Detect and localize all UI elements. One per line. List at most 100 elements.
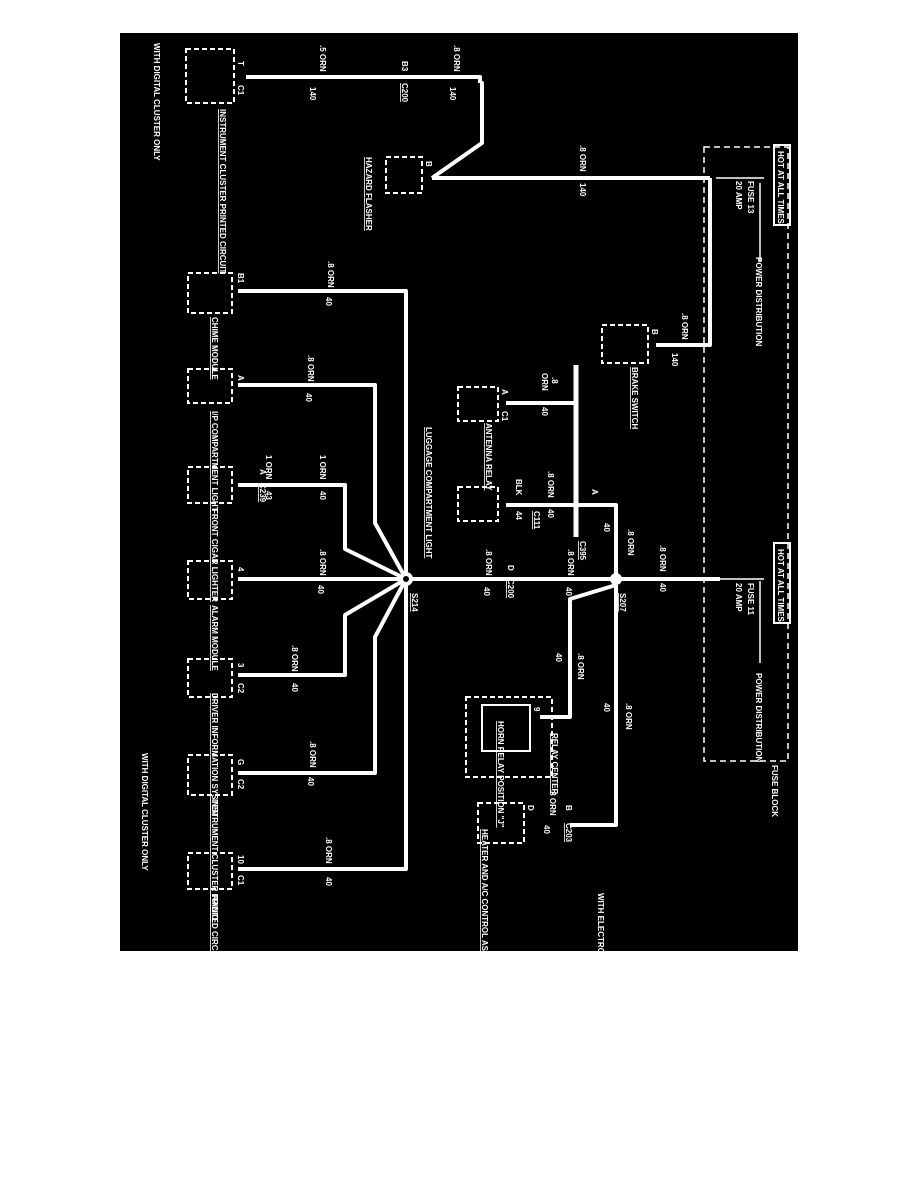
conn-radio: C1 [236, 875, 245, 886]
wire-label-cigar-b: 1 ORN [318, 455, 327, 480]
wire-num-s207-c200: 40 [564, 587, 573, 596]
wire-label-dis: .8 ORN [290, 645, 299, 672]
hot-label-bottom-box [773, 542, 791, 624]
pin-radio: 10 [236, 855, 245, 864]
wire-label-c200-hazard: .8 ORN [452, 45, 461, 72]
wire-num-ipc-bottom: 40 [306, 777, 315, 786]
pin-heater: D [526, 805, 535, 811]
radio-box [187, 852, 233, 890]
wire-s214-ipc [238, 578, 408, 775]
wire-num-fuse11: 40 [658, 583, 667, 592]
wire-s214-ip [238, 383, 408, 580]
dis-box [187, 658, 233, 698]
conn-c239: C239 [258, 483, 267, 503]
ip-comp-box [187, 368, 233, 404]
wire-label-s207-c395: .8 ORN [626, 529, 635, 556]
conn-c203: C203 [564, 823, 573, 843]
luggage-light-label: LUGGAGE COMPARTMENT LIGHT [424, 427, 433, 559]
antenna-box [457, 386, 499, 422]
luggage-box [457, 486, 499, 522]
wire-brake-feed [656, 178, 712, 347]
fuse-block-label: FUSE BLOCK [770, 765, 779, 817]
wiring-diagram-panel: WITH DIGITAL CLUSTER ONLY WITH DIGITAL C… [120, 33, 798, 951]
wire-num-cigar-b: 40 [318, 491, 327, 500]
hot-at-all-times-top: HOT AT ALL TIMES [776, 151, 785, 225]
ipc-top-label: INSTRUMENT CLUSTER PRINTED CIRCUIT [218, 109, 227, 274]
wire-s214-chime [238, 289, 408, 579]
pin-hazard: B [424, 161, 433, 167]
wire-label-luggage-orn: .8 ORN [546, 471, 555, 498]
wire-num-dis: 40 [290, 683, 299, 692]
hazard-box [385, 156, 423, 194]
pin-ipc-top: T [236, 61, 245, 66]
wire-num-radio: 40 [324, 877, 333, 886]
ipc-top-box [185, 48, 235, 104]
conn-dis: C2 [236, 683, 245, 694]
fuse13-amp: 20 AMP [734, 181, 743, 210]
pin-horn: 9 [532, 707, 541, 712]
alarm-box [187, 560, 233, 600]
cigar-box [187, 466, 233, 504]
wire-label-fuse13: .8 ORN [578, 145, 587, 172]
relay-center-box [465, 696, 553, 778]
wire-num-antenna: 40 [540, 407, 549, 416]
splice-s207-dot [610, 573, 622, 585]
wiring-diagram: WITH DIGITAL CLUSTER ONLY WITH DIGITAL C… [140, 43, 791, 951]
wire-label-ip: .8 ORN [306, 355, 315, 382]
fuse11-label: FUSE 11 [746, 583, 755, 616]
conn-antenna: C1 [500, 411, 509, 422]
driver-info-label: DRIVER INFORMATION SYSTEM [210, 693, 219, 817]
power-distribution-bottom: POWER DISTRIBUTION [754, 673, 763, 763]
chime-box [187, 272, 233, 314]
conn-ipc-top: C1 [236, 85, 245, 96]
wire-s214-cigar [238, 483, 407, 581]
hot-label-top-box [773, 144, 791, 226]
fuse-block-box [703, 146, 789, 762]
pin-c203: B [564, 805, 573, 811]
wire-num-luggage: 40 [546, 509, 555, 518]
wire-num-luggage-44: 44 [514, 511, 523, 520]
note-electronic-ac: WITH ELECTRONIC AIR CONDITIONING ONLY (C… [596, 893, 605, 951]
brake-box [601, 324, 649, 364]
wire-num-s214-c200: 40 [482, 587, 491, 596]
connector-c395-label: C395 [578, 541, 587, 561]
fuse11-amp: 20 AMP [734, 583, 743, 612]
heater-box [477, 802, 525, 844]
note-digital-cluster-bottom: WITH DIGITAL CLUSTER ONLY [140, 753, 149, 871]
fuse13-label: FUSE 13 [746, 181, 755, 214]
conn-c200-top: C200 [400, 83, 409, 103]
brake-switch-label: BRAKE SWITCH [630, 367, 639, 429]
wire-num-brake: 140 [670, 353, 679, 367]
wire-ipc-top-c200 [246, 75, 482, 83]
wire-num-horn: 40 [554, 653, 563, 662]
pin-c200-d: D [506, 565, 515, 571]
relay-center-label: RELAY CENTER [550, 733, 559, 795]
horn-relay-box [481, 704, 531, 752]
heater-control-label: HEATER AND A/C CONTROL ASSEMBLY [480, 829, 489, 951]
pin-brake: B [650, 329, 659, 335]
pin-c200-b3: B3 [400, 61, 409, 72]
wire-label-heater: .8 ORN [624, 703, 633, 730]
wire-num-alarm: 40 [316, 585, 325, 594]
note-digital-cluster-top: WITH DIGITAL CLUSTER ONLY [152, 43, 161, 161]
pin-chime: B1 [236, 273, 245, 284]
wire-label-s207-c200: .8 ORN [566, 549, 575, 576]
alarm-module-label: ALARM MODULE [210, 605, 219, 671]
conn-ipc-bottom: C2 [236, 779, 245, 790]
conn-c200-bottom: C200 [506, 579, 515, 599]
wire-label-antenna-dot8: .8 [550, 377, 559, 384]
pin-dis: 3 [236, 663, 245, 668]
wire-num-chime: 40 [324, 297, 333, 306]
wire-num-c200-hazard: 140 [448, 87, 457, 101]
wire-label-fuse11: .8 ORN [658, 545, 667, 572]
pin-ipc-bottom: G [236, 759, 245, 765]
wire-label-horn: .8 ORN [576, 653, 585, 680]
radio-label: RADIO [210, 895, 219, 921]
wire-num-s207-c395: 40 [602, 523, 611, 532]
ipc-bottom-label: INSTRUMENT CLUSTER PRINTED CIRCUIT [210, 799, 219, 951]
pin-antenna: A [500, 389, 509, 395]
pin-c395: A [590, 489, 599, 495]
pin-alarm: 4 [236, 567, 245, 572]
wire-s207-heater [570, 585, 618, 827]
wire-num-ip: 40 [304, 393, 313, 402]
